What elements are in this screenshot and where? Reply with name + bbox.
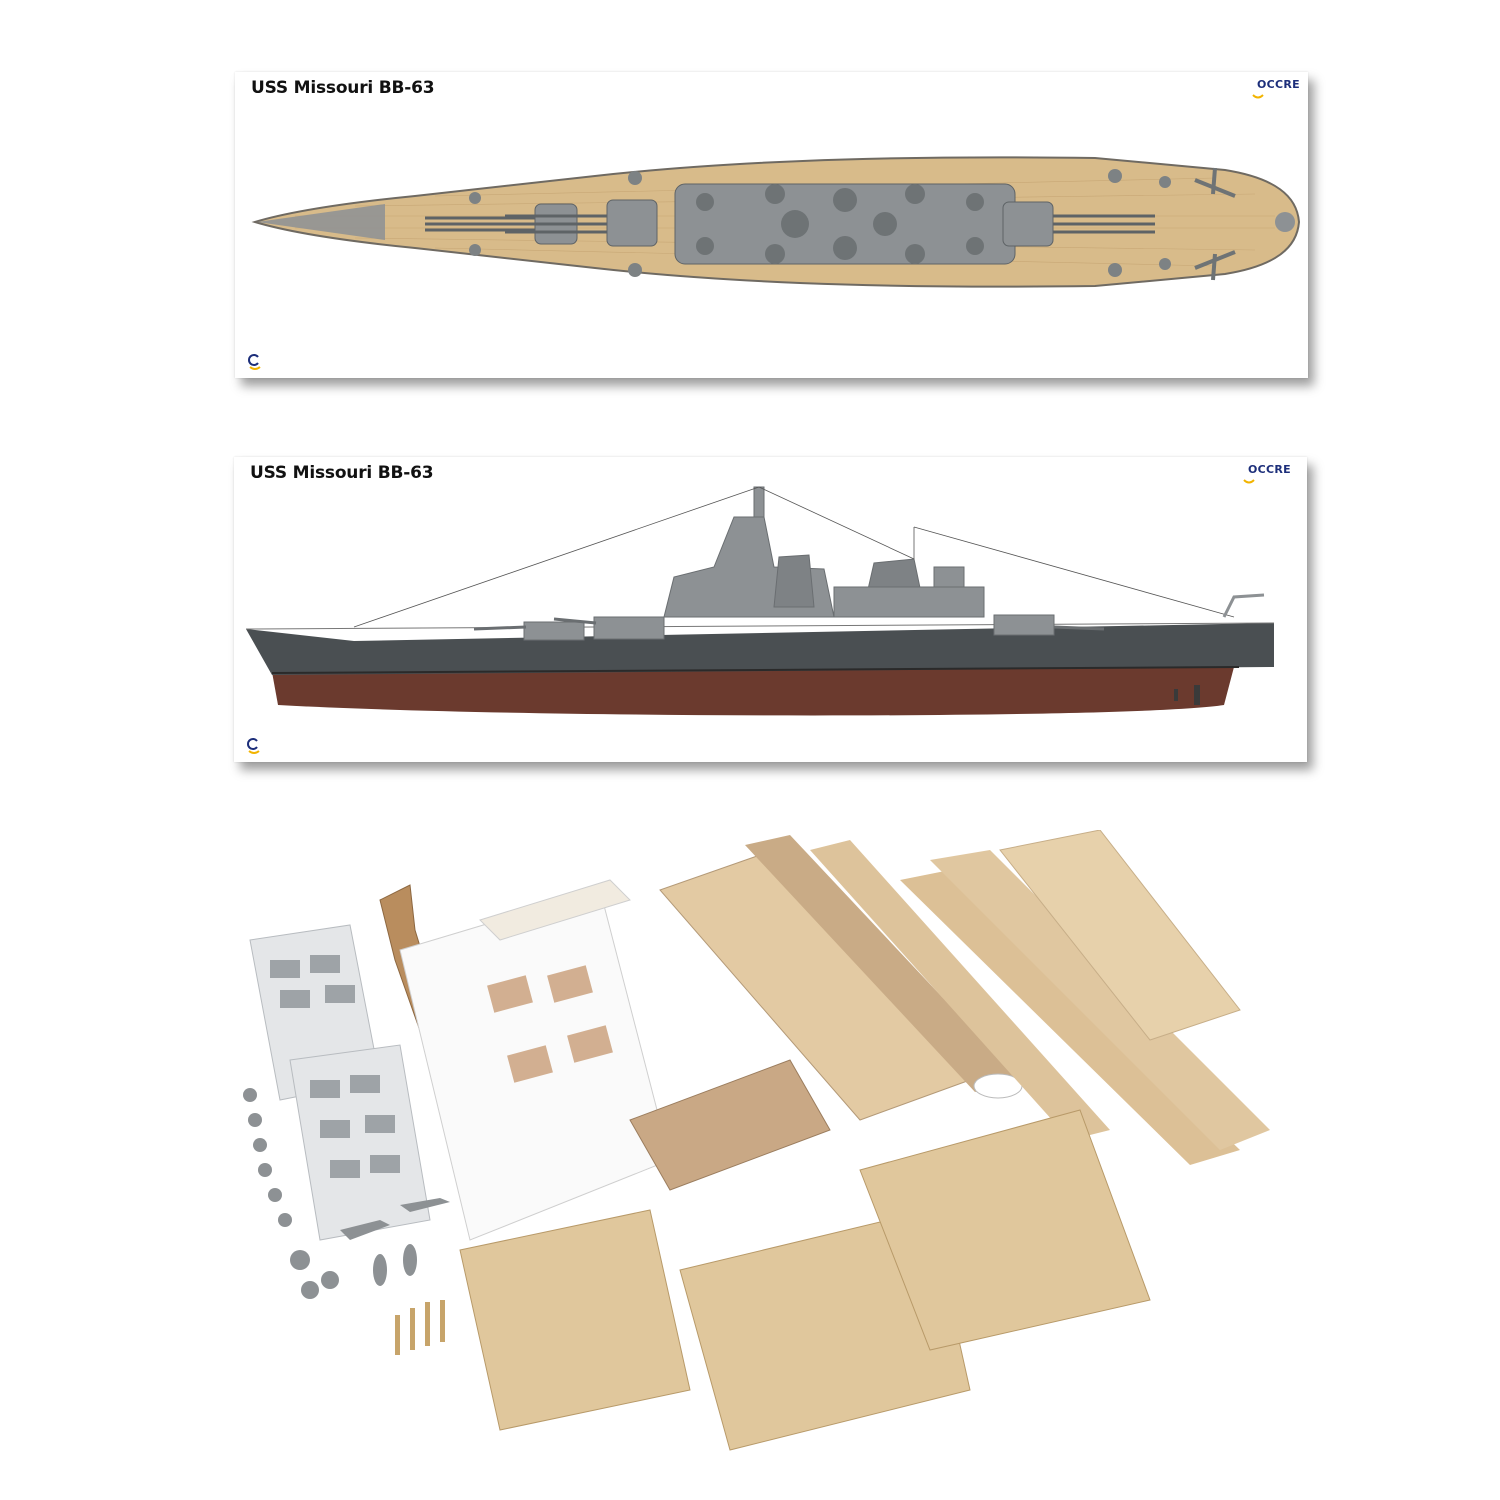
corner-logo-icon bbox=[248, 354, 261, 370]
brand-wordmark: OCCRE bbox=[1257, 78, 1300, 91]
corner-logo-icon bbox=[247, 738, 260, 754]
ship-side-view bbox=[245, 486, 1275, 716]
wood-blocks bbox=[999, 830, 1241, 1041]
wood-strip-bundles bbox=[810, 840, 1270, 1165]
panel-title: USS Missouri BB-63 bbox=[251, 78, 435, 98]
brand-wordmark: OCCRE bbox=[1248, 463, 1291, 476]
turret-3 bbox=[993, 614, 1055, 636]
upper-hull bbox=[246, 623, 1274, 675]
top-view-panel: USS Missouri BB-63 OCCRE bbox=[235, 72, 1308, 378]
lower-hull bbox=[272, 667, 1234, 716]
panel-title: USS Missouri BB-63 bbox=[250, 463, 434, 483]
funnel-1 bbox=[773, 554, 815, 608]
plan-tube bbox=[745, 835, 1023, 1099]
side-view-panel: USS Missouri BB-63 OCCRE bbox=[234, 457, 1307, 762]
turret-2 bbox=[593, 616, 665, 640]
turret-1 bbox=[523, 621, 585, 641]
bow-fittings bbox=[257, 204, 385, 240]
kit-contents-photo bbox=[243, 830, 1270, 1451]
brand-smile-icon bbox=[1243, 479, 1255, 484]
brand-smile-icon bbox=[1252, 94, 1264, 99]
brass-barrels bbox=[395, 1300, 445, 1355]
turret-3 bbox=[1002, 201, 1054, 247]
ship-top-view bbox=[251, 156, 1301, 288]
mdf-frames bbox=[629, 1059, 831, 1191]
turret-2 bbox=[606, 199, 658, 247]
brass-photoetch-sheets bbox=[459, 1109, 1151, 1451]
occre-logo: OCCRE bbox=[1240, 78, 1300, 104]
parts-tray bbox=[249, 924, 431, 1241]
metal-fittings bbox=[243, 1088, 450, 1299]
occre-logo: OCCRE bbox=[1231, 463, 1291, 489]
